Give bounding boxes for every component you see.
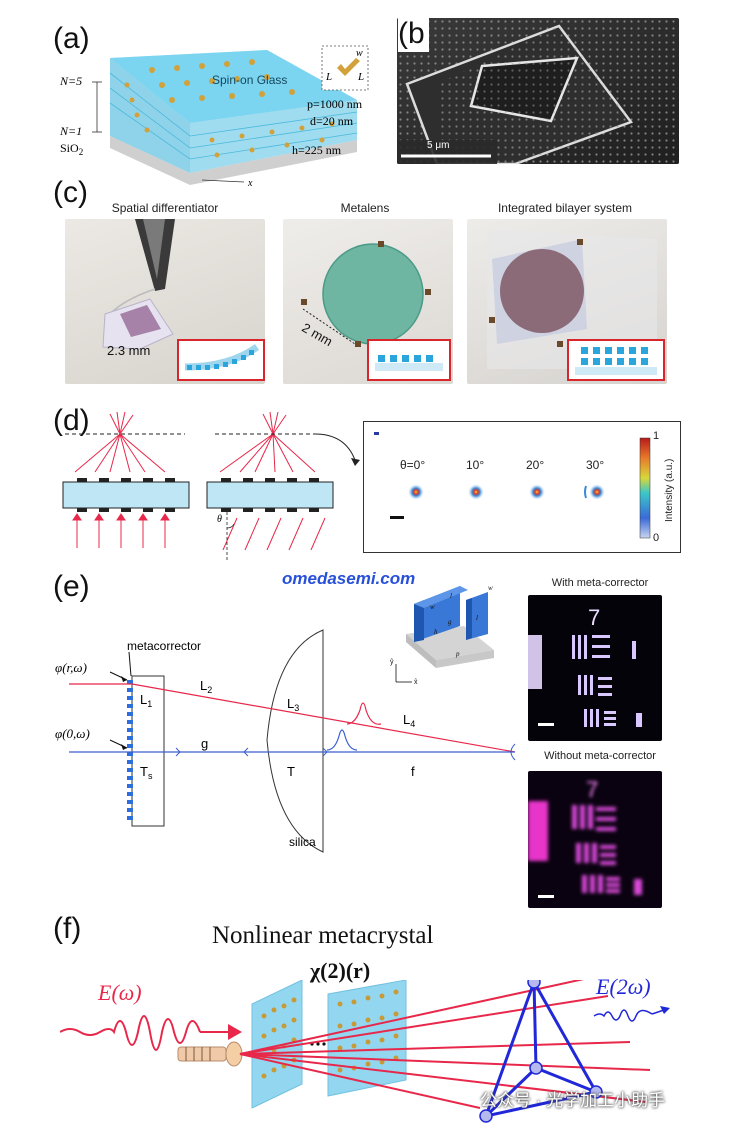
angle-20-label: 20° xyxy=(526,458,545,472)
unit-l2: l xyxy=(476,614,478,622)
caption-metalens: Metalens xyxy=(340,201,390,215)
thickness-h-label: h=225 nm xyxy=(292,143,342,157)
focal-spot-0 xyxy=(408,484,424,500)
g-label: g xyxy=(201,736,208,751)
metalens-angle-diagram: θ xyxy=(62,411,360,560)
layer-n5-label: N=5 xyxy=(59,74,82,88)
unit-w: w xyxy=(356,48,363,59)
focal-spot-10 xyxy=(468,484,484,500)
panel-label-c: (c) xyxy=(53,176,88,209)
tiny-marker xyxy=(374,432,379,435)
f-label: f xyxy=(411,764,415,779)
panel-label-d: (d) xyxy=(53,404,90,437)
focal-spot-20 xyxy=(529,484,545,500)
svg-text:7: 7 xyxy=(586,777,598,802)
input-field-label: E(ω) xyxy=(98,980,142,1005)
Ts-label: Ts xyxy=(140,764,153,781)
T-label: T xyxy=(287,764,295,779)
measure-2-3mm: 2.3 mm xyxy=(107,343,151,358)
unit-l1: l xyxy=(450,592,452,600)
unit-axis-x: x̂ xyxy=(414,679,418,686)
angle-0-label: θ=0° xyxy=(400,458,426,472)
photo-spatial-differentiator: 2.3 mm xyxy=(65,219,265,384)
axis-x-label: x xyxy=(247,178,253,189)
L4-label: L4 xyxy=(403,712,415,729)
inset-curved-metasurface xyxy=(177,339,265,381)
focal-spot-30 xyxy=(589,484,605,500)
angle-10-label: 10° xyxy=(466,458,485,472)
layer-n1-label: N=1 xyxy=(59,124,82,138)
unit-w2: w xyxy=(488,584,493,592)
spin-on-glass-label: Spin-on Glass xyxy=(212,73,287,87)
substrate-label: SiO2 xyxy=(60,141,83,157)
metacrystal-title: Nonlinear metacrystal xyxy=(212,922,434,949)
period-label: p=1000 nm xyxy=(307,97,363,111)
metacorrector-label: metacorrector xyxy=(127,639,201,653)
unit-L-left: L xyxy=(325,71,332,83)
caption-spatial-differentiator: Spatial differentiator xyxy=(111,201,219,215)
unit-L-right: L xyxy=(357,71,364,83)
layered-metasurface-diagram: Spin-on Glass N=5 N=1 SiO2 x L L w p=100… xyxy=(59,45,369,189)
panel-label-e: (e) xyxy=(53,570,90,603)
svg-text:7: 7 xyxy=(588,605,600,630)
phi-r-label: φ(r,ω) xyxy=(55,660,87,675)
unit-axis-y: ŷ xyxy=(390,659,394,666)
panel-label-b: (b xyxy=(398,16,429,52)
caption-without-corrector: Without meta-corrector xyxy=(544,750,656,762)
wechat-watermark: 公众号 · 光学加工小助手 xyxy=(480,1091,666,1110)
panel-label-a: (a) xyxy=(53,22,90,55)
panel-label-f: (f) xyxy=(53,912,82,945)
L2-label: L2 xyxy=(200,678,212,695)
colorbar-min: 0 xyxy=(653,532,660,544)
focal-scalebar xyxy=(390,516,404,519)
inset-flat-metasurface xyxy=(367,339,451,381)
colorbar-max: 1 xyxy=(653,430,660,442)
thickness-d-label: d=20 nm xyxy=(310,114,354,128)
unit-w1: w xyxy=(430,603,435,611)
metacorrector-ray-diagram: metacorrector φ(r,ω) φ(0,ω) L1 L2 L3 L4 … xyxy=(55,629,516,853)
focal-spot-panel: θ=0° 10° 20° 30° 1 0 Intensity (a.u.) xyxy=(363,421,681,553)
colorbar xyxy=(639,437,651,539)
angle-30-label: 30° xyxy=(586,458,605,472)
nonlinear-metacrystal-diagram xyxy=(60,980,670,1123)
silica-label: silica xyxy=(289,835,316,849)
meta-atom-unit-cell: w l w l g h p ŷ x̂ xyxy=(390,584,494,686)
caption-with-corrector: With meta-corrector xyxy=(551,577,649,589)
site-watermark: omedasemi.com xyxy=(282,569,416,588)
unit-p: p xyxy=(455,650,460,658)
image-without-corrector: 7 xyxy=(528,771,662,908)
theta-symbol: θ xyxy=(217,514,222,525)
sem-scalebar-label: 5 μm xyxy=(427,140,450,151)
caption-integrated-bilayer: Integrated bilayer system xyxy=(497,201,633,215)
colorbar-label: Intensity (a.u.) xyxy=(664,458,675,522)
L3-label: L3 xyxy=(287,696,299,713)
sem-image: 5 μm xyxy=(397,18,679,164)
unit-h: h xyxy=(434,628,438,636)
unit-g: g xyxy=(448,618,452,626)
phi-0-label: φ(0,ω) xyxy=(55,726,90,741)
image-with-corrector: 7 xyxy=(528,595,662,741)
L1-label: L1 xyxy=(140,692,152,709)
inset-bilayer-metasurface xyxy=(567,339,665,381)
output-field-label: E(2ω) xyxy=(596,974,651,999)
chi2-label: χ(2)(r) xyxy=(310,958,371,983)
